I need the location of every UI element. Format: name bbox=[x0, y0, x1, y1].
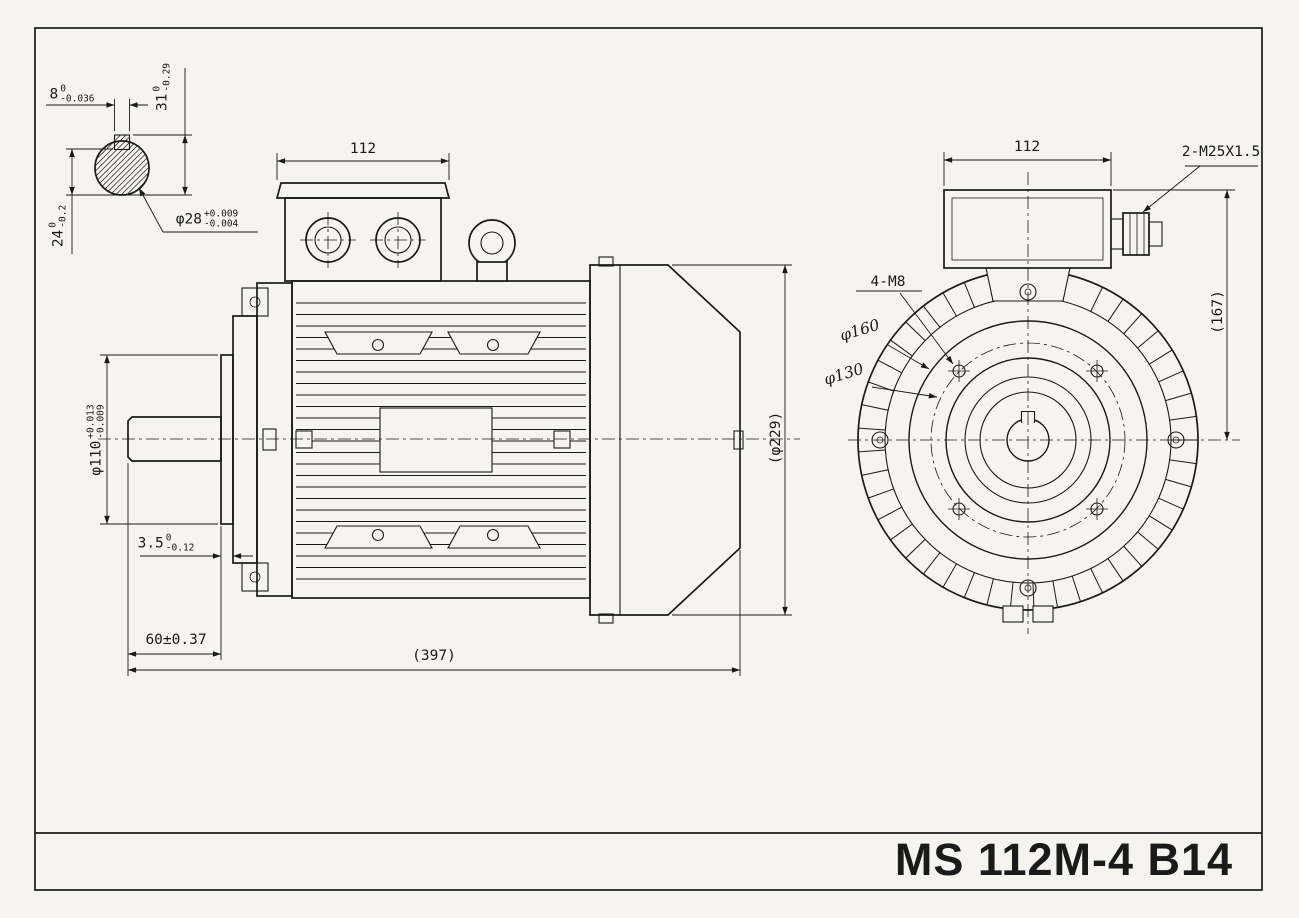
m8-holes bbox=[948, 360, 1108, 520]
dim-box-height: (167) bbox=[1209, 290, 1226, 334]
lifting-eye bbox=[468, 219, 516, 282]
shaft bbox=[127, 416, 222, 462]
dim-key-width: 8 0-0.036 bbox=[49, 83, 95, 105]
terminal-box-front bbox=[943, 189, 1112, 269]
dim-box-width-side: 112 bbox=[349, 140, 377, 157]
dim-frame-diameter: (φ229) bbox=[767, 411, 784, 465]
sheet-frame bbox=[34, 27, 1263, 891]
cable-gland bbox=[1110, 212, 1163, 256]
dim-box-width-front: 112 bbox=[1013, 138, 1041, 155]
side-view bbox=[98, 182, 800, 624]
dim-shaft-diameter: φ28 +0.009-0.004 bbox=[175, 208, 239, 230]
nameplate bbox=[379, 407, 493, 473]
b14-flange bbox=[232, 315, 258, 564]
dim-shaft-flat: 24 0-0.2 bbox=[47, 204, 69, 248]
keyway bbox=[1020, 410, 1036, 423]
drawing-title: MS 112M-4 B14 bbox=[894, 834, 1234, 885]
label-cable-gland: 2-M25X1.5 bbox=[1181, 143, 1261, 160]
section-hatching bbox=[95, 135, 149, 195]
front-dimensions bbox=[856, 152, 1258, 440]
dim-spigot-depth: 3.5 0-0.12 bbox=[137, 532, 195, 554]
label-flange-holes: 4-M8 bbox=[870, 273, 906, 290]
terminal-box-side bbox=[275, 182, 451, 282]
dim-spigot-diameter: φ110 +0.013-0.009 bbox=[85, 404, 107, 476]
dim-key-total-height: 31 0-0.29 bbox=[151, 62, 173, 112]
front-view bbox=[848, 172, 1240, 634]
dim-shaft-extension-length: 60±0.37 bbox=[145, 631, 207, 648]
dim-overall-length: (397) bbox=[412, 647, 456, 664]
fan-cover bbox=[589, 256, 744, 624]
side-dimensions bbox=[100, 153, 792, 676]
